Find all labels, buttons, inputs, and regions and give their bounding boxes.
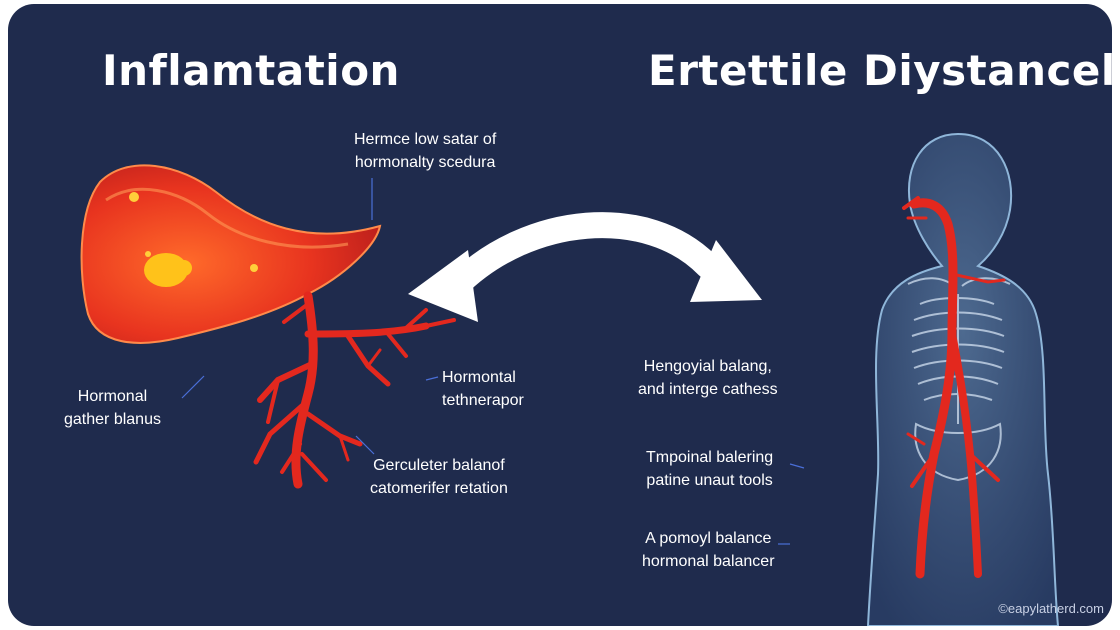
watermark-credit: ©eapylatherd.com	[998, 601, 1104, 616]
erectile-dysfunction-title: Ertettile Diystancel	[648, 46, 1112, 95]
inflammation-title: Inflamtation	[102, 46, 400, 95]
connection-arrow	[408, 212, 762, 322]
diagram-artwork	[80, 132, 1060, 626]
label-right-3: A pomoyl balance hormonal balancer	[642, 530, 775, 570]
inflamed-organ-illustration	[80, 164, 382, 344]
diagram-card: Inflamtation Ertettile Diystancel Hermce…	[8, 4, 1112, 626]
human-body-illustration	[866, 132, 1060, 626]
label-right-1: Hengoyial balang, and interge cathess	[638, 358, 778, 398]
blood-vessel-illustration	[253, 291, 456, 489]
label-top: Hermce low satar of hormonalty scedura	[354, 131, 497, 171]
leader-lines	[181, 178, 805, 545]
label-mid-right: Hormontal tethnerapor	[442, 369, 524, 409]
label-left: Hormonal gather blanus	[64, 388, 161, 428]
label-right-2: Tmpoinal balering patine unaut tools	[646, 449, 774, 489]
label-bottom: Gerculeter balanof catomerifer retation	[370, 457, 508, 497]
